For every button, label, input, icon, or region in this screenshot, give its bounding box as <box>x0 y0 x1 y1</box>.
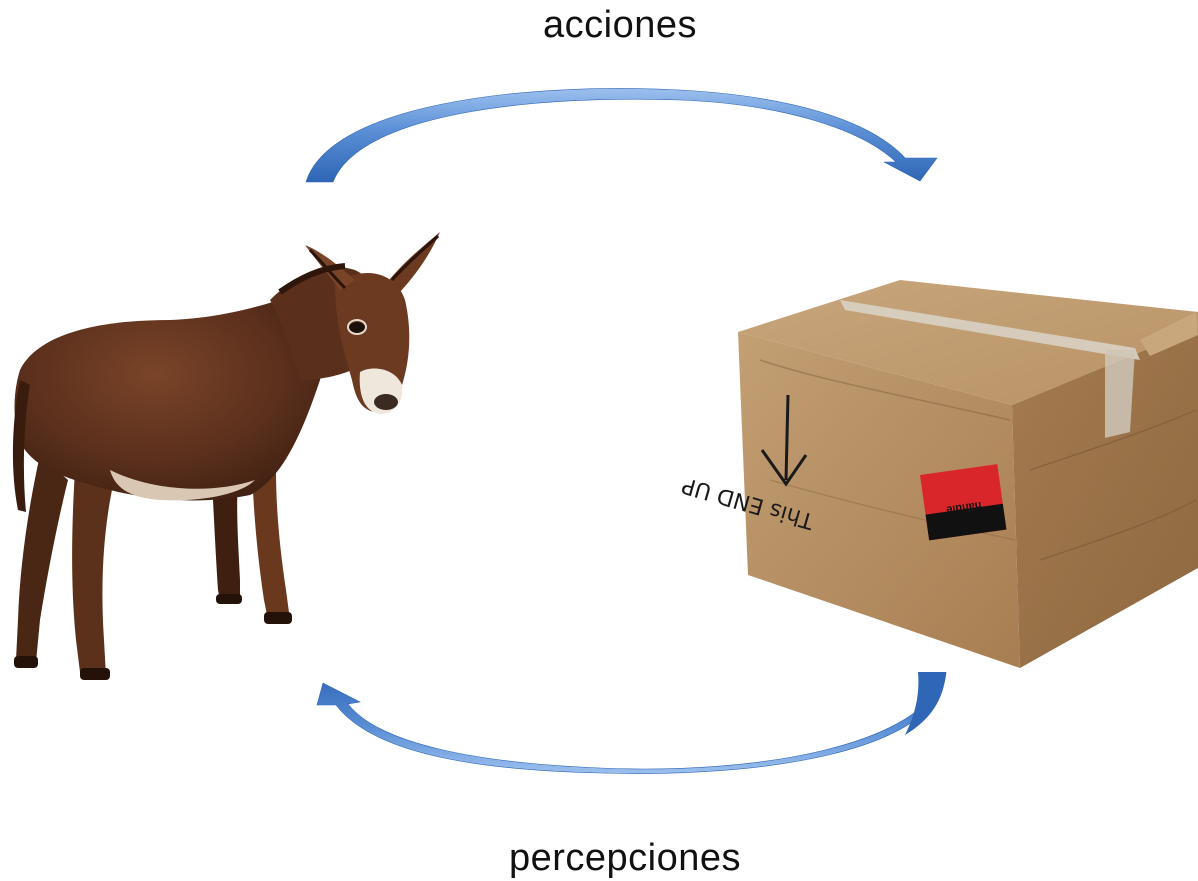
cardboard-box-icon: This END UP with care handle FRAGILE <box>679 280 1198 668</box>
perceptions-label: percepciones <box>508 837 742 879</box>
sticker-line-2: handle <box>946 499 983 516</box>
actions-label: acciones <box>543 4 697 46</box>
perceptions-arrow <box>316 671 947 774</box>
donkey-icon <box>12 232 440 680</box>
fragile-sticker: with care handle FRAGILE <box>920 464 1007 541</box>
actions-arrow <box>305 88 938 183</box>
